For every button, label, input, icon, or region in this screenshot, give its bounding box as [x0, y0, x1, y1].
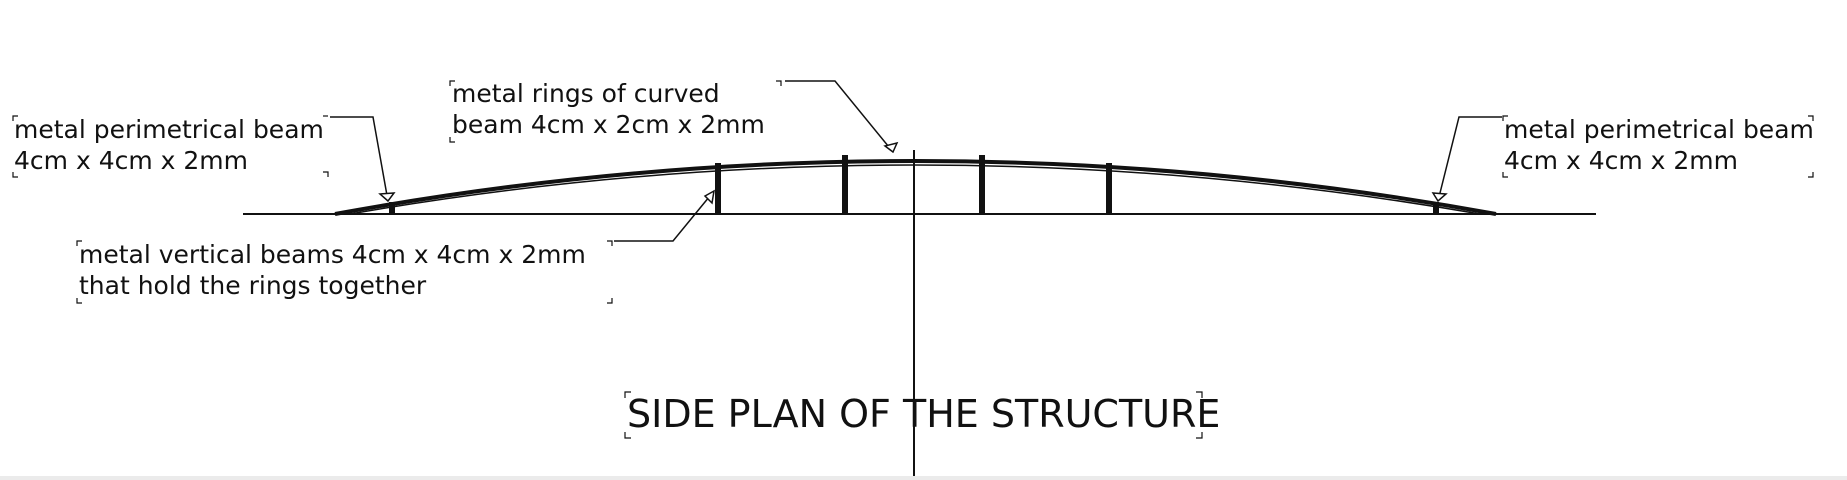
- leader-perimetrical-right: [1437, 116, 1502, 202]
- label-vertical-beams-line2: that hold the rings together: [79, 271, 427, 300]
- label-perimetrical-right-line1: metal perimetrical beam: [1504, 115, 1814, 144]
- bottom-strip: [0, 476, 1847, 480]
- curved-beam-inner: [349, 164, 1481, 215]
- label-perimetrical-left-line2: 4cm x 4cm x 2mm: [14, 146, 248, 175]
- label-perimetrical-right-line2: 4cm x 4cm x 2mm: [1504, 146, 1738, 175]
- label-rings-line2: beam 4cm x 2cm x 2mm: [452, 110, 765, 139]
- leader-rings: [785, 80, 894, 153]
- arrowhead-vertical-beams: [703, 189, 715, 205]
- label-perimetrical-left-line1: metal perimetrical beam: [14, 115, 324, 144]
- label-vertical-beams-line1: metal vertical beams 4cm x 4cm x 2mm: [79, 240, 586, 269]
- label-corner-marks: [12, 80, 1814, 439]
- drawing-title: SIDE PLAN OF THE STRUCTURE: [627, 392, 1220, 436]
- leader-perimetrical-left: [330, 116, 389, 202]
- leader-vertical-beams: [614, 190, 715, 242]
- arrowhead-rings: [883, 141, 899, 154]
- vertical-beams: [715, 155, 1112, 214]
- label-rings-line1: metal rings of curved: [452, 79, 720, 108]
- curved-beam-outer: [334, 159, 1497, 216]
- arrowhead-perimetrical-right: [1431, 192, 1448, 203]
- arrowhead-perimetrical-left: [378, 192, 396, 203]
